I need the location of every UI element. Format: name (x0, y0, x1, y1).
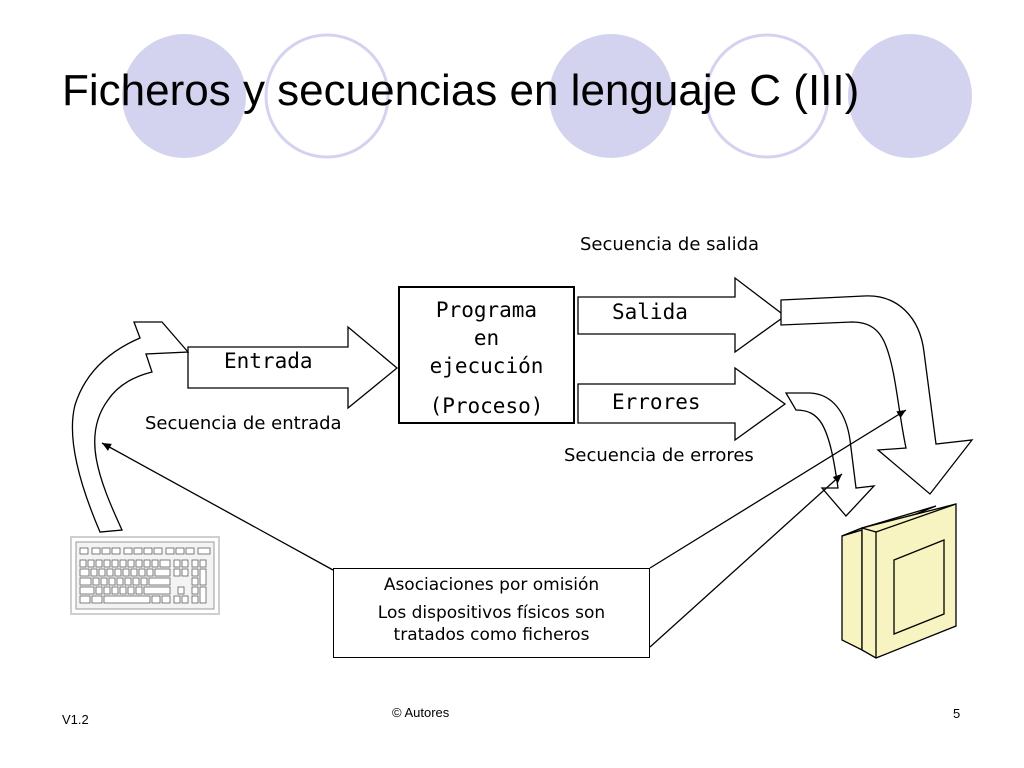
association-box: Asociaciones por omisión Los dispositivo… (333, 568, 650, 658)
assoc-pointer-keyboard (101, 442, 334, 571)
decor-circle-1 (122, 34, 246, 158)
decor-circle-4 (704, 33, 830, 159)
assoc-pointer-errors (649, 473, 843, 648)
input-stream-label: Secuencia de entrada (145, 413, 342, 434)
keyboard-stream-arrow (71, 321, 190, 533)
output-arrow-label: Salida (612, 300, 688, 324)
association-title: Asociaciones por omisión (383, 575, 600, 595)
process-box: Programa en ejecución (Proceso) (398, 286, 575, 424)
decor-circle-5 (848, 34, 972, 158)
input-arrow-label: Entrada (224, 349, 313, 373)
error-stream-label: Secuencia de errores (564, 445, 754, 466)
keyboard-icon (70, 536, 220, 615)
slide-title: Ficheros y secuencias en lenguaje C (III… (62, 66, 860, 115)
input-arrow (187, 325, 399, 410)
process-name: Programa en ejecución (429, 298, 544, 378)
monitor-icon (841, 503, 957, 659)
decor-circle-2 (264, 33, 390, 159)
output-stream-label: Secuencia de salida (580, 234, 760, 255)
assoc-pointer-output (649, 409, 907, 569)
association-description: Los dispositivos físicos son tratados co… (377, 603, 606, 645)
footer-copyright: © Autores (392, 705, 450, 720)
process-subtitle: (Proceso) (429, 394, 544, 418)
footer-version: V1.2 (62, 712, 89, 727)
error-stream-arrow (784, 392, 876, 517)
errors-arrow (577, 366, 787, 442)
output-stream-arrow (780, 295, 974, 495)
footer-page-number: 5 (953, 706, 961, 721)
decor-circle-3 (549, 34, 673, 158)
output-arrow (577, 276, 787, 354)
errors-arrow-label: Errores (612, 390, 701, 414)
